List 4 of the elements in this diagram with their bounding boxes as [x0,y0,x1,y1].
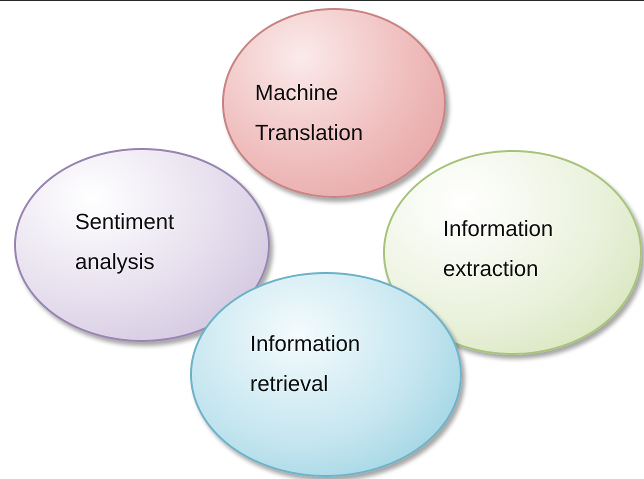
ellipse-label: Information retrieval [250,330,362,398]
ellipse-label: Machine Translation [255,79,364,147]
ellipse-label: Information extraction [443,215,554,283]
ellipse-label: Sentiment analysis [75,208,176,276]
